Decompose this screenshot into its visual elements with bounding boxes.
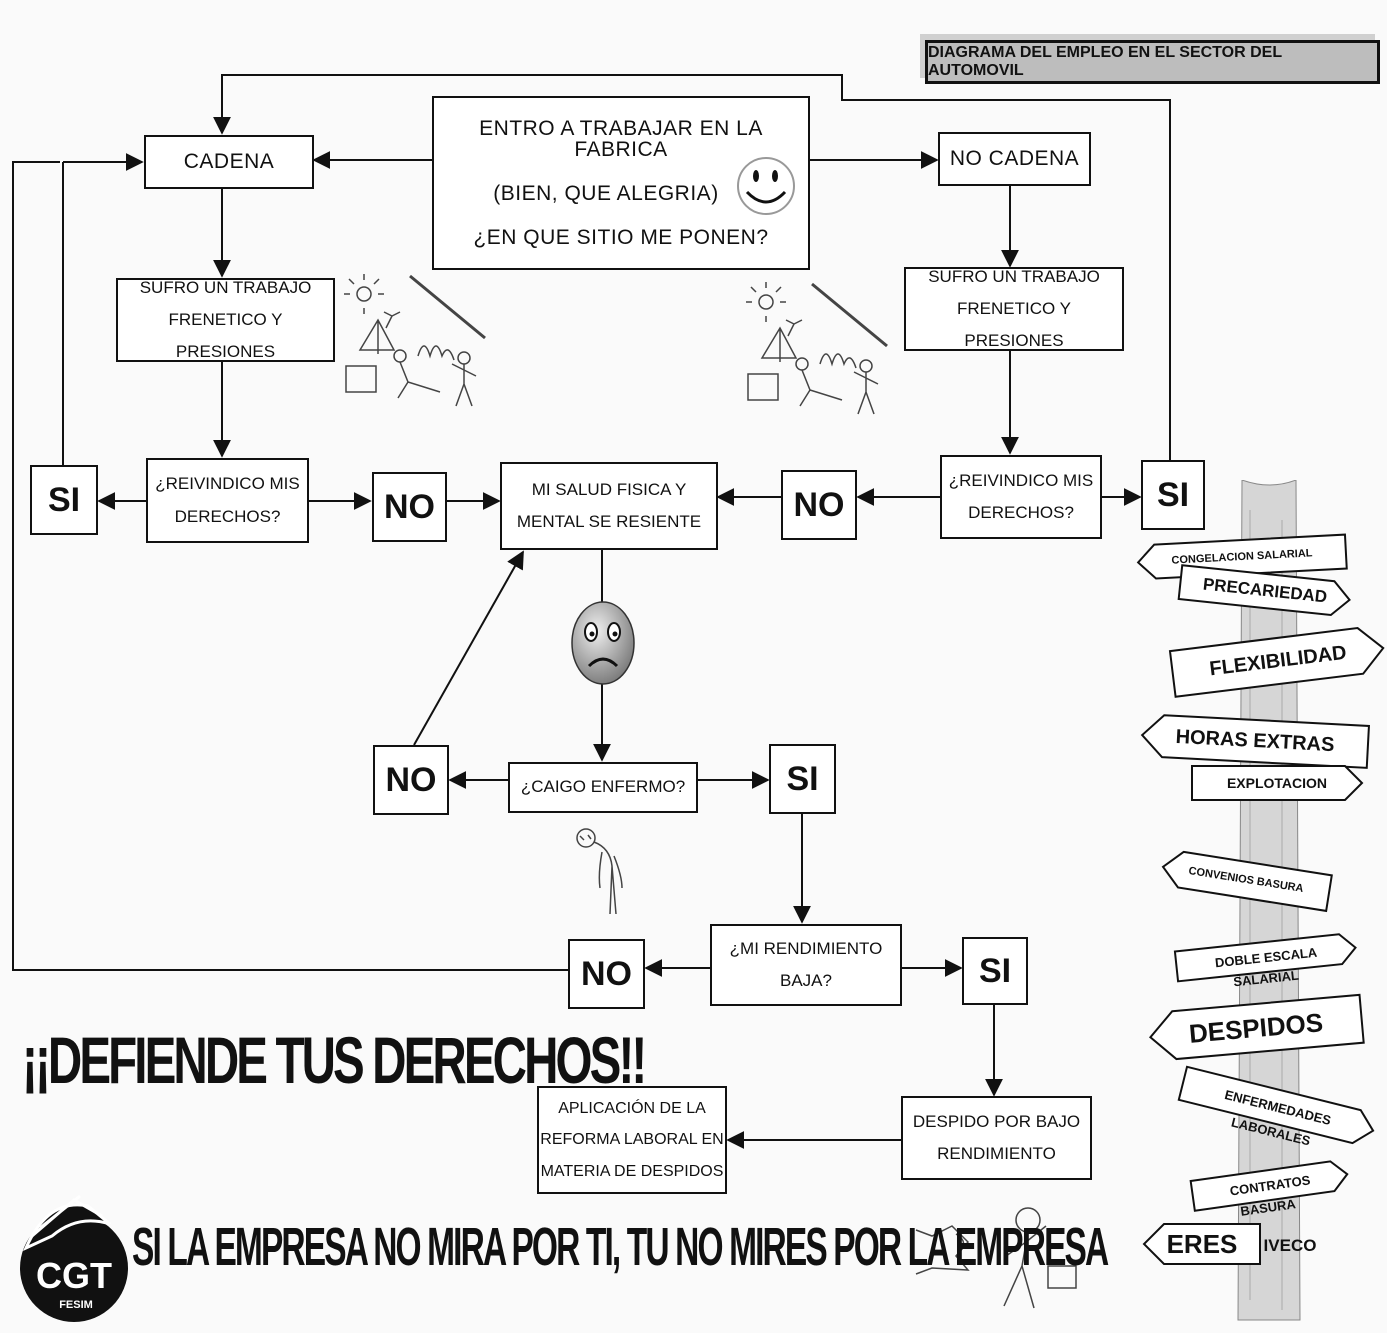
sufro-left-box: SUFRO UN TRABAJO FRENETICO Y PRESIONES (116, 278, 335, 362)
sign-precariedad: PRECARIEDAD (1177, 564, 1352, 617)
reivindico-right-box: ¿REIVINDICO MIS DERECHOS? (940, 455, 1102, 539)
sign-eres: ERES (1142, 1223, 1261, 1265)
sign-board-shape (1177, 564, 1351, 617)
reivindico-left-line1: ¿REIVINDICO MIS (155, 474, 300, 494)
sign-board-shape (1189, 1160, 1349, 1212)
sign-board-shape (1173, 933, 1357, 983)
slogan-sub: SI LA EMPRESA NO MIRA POR TI, TU NO MIRE… (132, 1217, 1109, 1277)
sign-board-shape (1142, 1223, 1261, 1265)
sign-enfermedades: ENFERMEDADES (1177, 1065, 1377, 1147)
sign-iveco: IVECO (1254, 1228, 1326, 1264)
sign-horas-extras: HORAS EXTRAS (1140, 714, 1370, 769)
sufro-left-line2: FRENETICO Y PRESIONES (168, 309, 283, 362)
answer-si-left: SI (30, 465, 98, 535)
answer-no-left: NO (372, 472, 447, 542)
rendimiento-box: ¿MI RENDIMIENTO BAJA? (710, 924, 902, 1006)
logo-letters: CGT (36, 1255, 112, 1296)
salud-box: MI SALUD FISICA Y MENTAL SE RESIENTE (500, 462, 718, 550)
despido-line1: DESPIDO POR BAJO (912, 1111, 1081, 1131)
sign-board-shape (1191, 765, 1364, 801)
slogan-main: ¡¡DEFIENDE TUS DERECHOS!! (22, 1023, 647, 1097)
beach-sketch-left-icon (344, 274, 486, 407)
start-line2: (BIEN, QUE ALEGRIA) (493, 181, 719, 205)
start-line3: ¿EN QUE SITIO ME PONEN? (473, 226, 769, 250)
sign-explotacion: EXPLOTACION (1191, 765, 1364, 801)
smiley-icon (737, 157, 795, 215)
reforma-box: APLICACIÓN DE LA REFORMA LABORAL EN MATE… (537, 1086, 727, 1194)
reivindico-right-line2: DERECHOS? (968, 503, 1074, 522)
sufro-right-line2: FRENETICO Y PRESIONES (957, 298, 1071, 351)
reivindico-right-line1: ¿REIVINDICO MIS (948, 470, 1094, 490)
salud-line2: MENTAL SE RESIENTE (516, 512, 702, 531)
logo-sub: FESIM (59, 1299, 93, 1311)
rendimiento-line1: ¿MI RENDIMIENTO (729, 938, 883, 958)
answer-no-rend: NO (568, 939, 645, 1009)
answer-si-right: SI (1141, 460, 1205, 530)
cgt-logo: CGT FESIM (20, 1194, 128, 1322)
diagram-title: DIAGRAMA DEL EMPLEO EN EL SECTOR DEL AUT… (925, 40, 1380, 84)
sign-label: ERES (1166, 1228, 1238, 1259)
sign-despidos: DESPIDOS (1148, 993, 1365, 1061)
sign-label: EXPLOTACION (1226, 775, 1328, 791)
salud-line1: MI SALUD FISICA Y (531, 479, 687, 499)
sign-contratos: CONTRATOS (1189, 1159, 1350, 1212)
start-line1: ENTRO A TRABAJAR EN LA FABRICA (479, 116, 763, 161)
sign-board-shape (1177, 1065, 1375, 1145)
caigo-box: ¿CAIGO ENFERMO? (508, 762, 698, 813)
reforma-line1: APLICACIÓN DE LA (558, 1100, 706, 1118)
sufro-left-line1: SUFRO UN TRABAJO (139, 277, 312, 297)
sad-face-icon (571, 601, 635, 685)
sign-doble-escala: DOBLE ESCALA (1173, 933, 1357, 983)
reforma-line2: REFORMA LABORAL EN (540, 1131, 724, 1149)
answer-no-right: NO (781, 470, 857, 540)
sufro-right-line1: SUFRO UN TRABAJO (928, 266, 1100, 286)
sign-board-shape (1140, 714, 1370, 769)
no-cadena-box: NO CADENA (938, 132, 1091, 186)
sufro-right-box: SUFRO UN TRABAJO FRENETICO Y PRESIONES (904, 267, 1124, 351)
answer-si-caigo: SI (769, 744, 836, 814)
sick-person-icon (576, 828, 623, 915)
sign-flexibilidad: FLEXIBILIDAD (1168, 625, 1386, 698)
cadena-box: CADENA (144, 135, 314, 189)
rendimiento-line2: BAJA? (780, 971, 832, 990)
reforma-line3: MATERIA DE DESPIDOS (540, 1162, 724, 1180)
sign-label: SALARIAL (1232, 967, 1300, 989)
reivindico-left-line2: DERECHOS? (174, 506, 281, 526)
answer-no-caigo: NO (373, 745, 449, 815)
sign-board-shape (1161, 850, 1333, 913)
answer-si-rend: SI (962, 937, 1028, 1005)
despido-box: DESPIDO POR BAJO RENDIMIENTO (901, 1096, 1092, 1180)
despido-line2: RENDIMIENTO (937, 1144, 1056, 1163)
sign-label: IVECO (1263, 1236, 1317, 1255)
kicked-person-icon (915, 1207, 1077, 1309)
reivindico-left-box: ¿REIVINDICO MIS DERECHOS? (146, 458, 309, 543)
sign-convenios-basura: CONVENIOS BASURA (1160, 849, 1333, 913)
beach-sketch-right-icon (746, 282, 888, 415)
sign-board-shape (1148, 993, 1365, 1061)
sign-board-shape (1168, 627, 1385, 698)
sign-label: BASURA (1239, 1195, 1297, 1219)
